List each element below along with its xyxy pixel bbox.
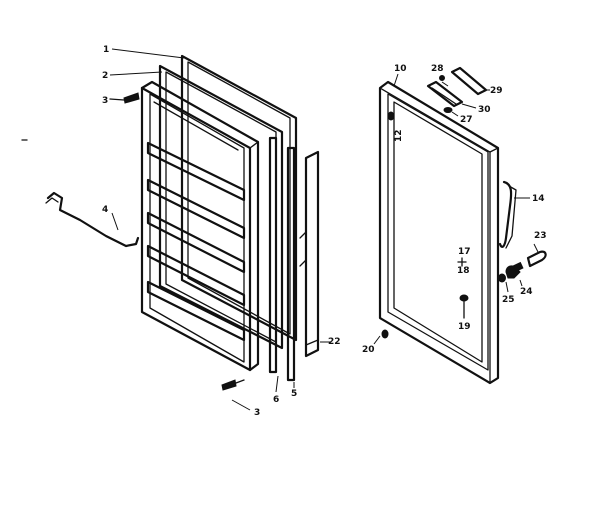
callout-24: 24: [520, 287, 533, 297]
callout-12: 12: [394, 129, 404, 142]
outer-door-panel: [378, 80, 500, 385]
lock-housing: [505, 261, 524, 279]
callout-29: 29: [490, 86, 503, 96]
callout-23: 23: [534, 231, 547, 241]
callout-3-top: 3: [102, 96, 108, 106]
shelf-rod: [45, 191, 140, 248]
callout-18: 18: [457, 266, 470, 276]
callout-27: 27: [460, 115, 473, 125]
door-handle: [498, 180, 517, 249]
callout-14: 14: [532, 194, 545, 204]
hinge-screw: [439, 75, 445, 81]
callout-1: 1: [103, 45, 109, 55]
callout-4: 4: [102, 205, 108, 215]
callout-17: 17: [458, 247, 471, 257]
callout-labels: 1 2 3 4 3 6 5 22 10 12 28 29 30 27 14 23…: [102, 45, 547, 418]
callout-10: 10: [394, 64, 407, 74]
callout-19: 19: [458, 322, 471, 332]
leader-lines: [109, 48, 539, 411]
screw-bottom: [221, 379, 245, 391]
screw-top: [109, 92, 140, 104]
callout-2: 2: [102, 71, 108, 81]
door-gasket: [180, 54, 298, 342]
hinge-plate: [299, 150, 320, 358]
callout-3-bottom: 3: [254, 408, 260, 418]
breaker-strip-5: [286, 146, 296, 382]
callout-25: 25: [502, 295, 515, 305]
bottom-plug: [381, 329, 389, 339]
callout-6: 6: [273, 395, 279, 405]
door-shelves: [146, 101, 246, 342]
callout-28: 28: [431, 64, 444, 74]
door-stop: [459, 294, 469, 319]
hinge-bushing: [443, 107, 453, 113]
callout-30: 30: [478, 105, 491, 115]
plug-button: [387, 111, 395, 121]
shelf-stud: [457, 257, 467, 267]
door-liner: [140, 80, 260, 372]
hinge-bracket: [426, 80, 464, 108]
lock-washer: [498, 273, 506, 283]
callout-22: 22: [328, 337, 341, 347]
callout-20: 20: [362, 345, 375, 355]
breaker-strip-6: [268, 136, 278, 374]
hinge-cover: [450, 66, 488, 96]
lock-cylinder: [526, 250, 547, 268]
callout-5: 5: [291, 389, 297, 399]
